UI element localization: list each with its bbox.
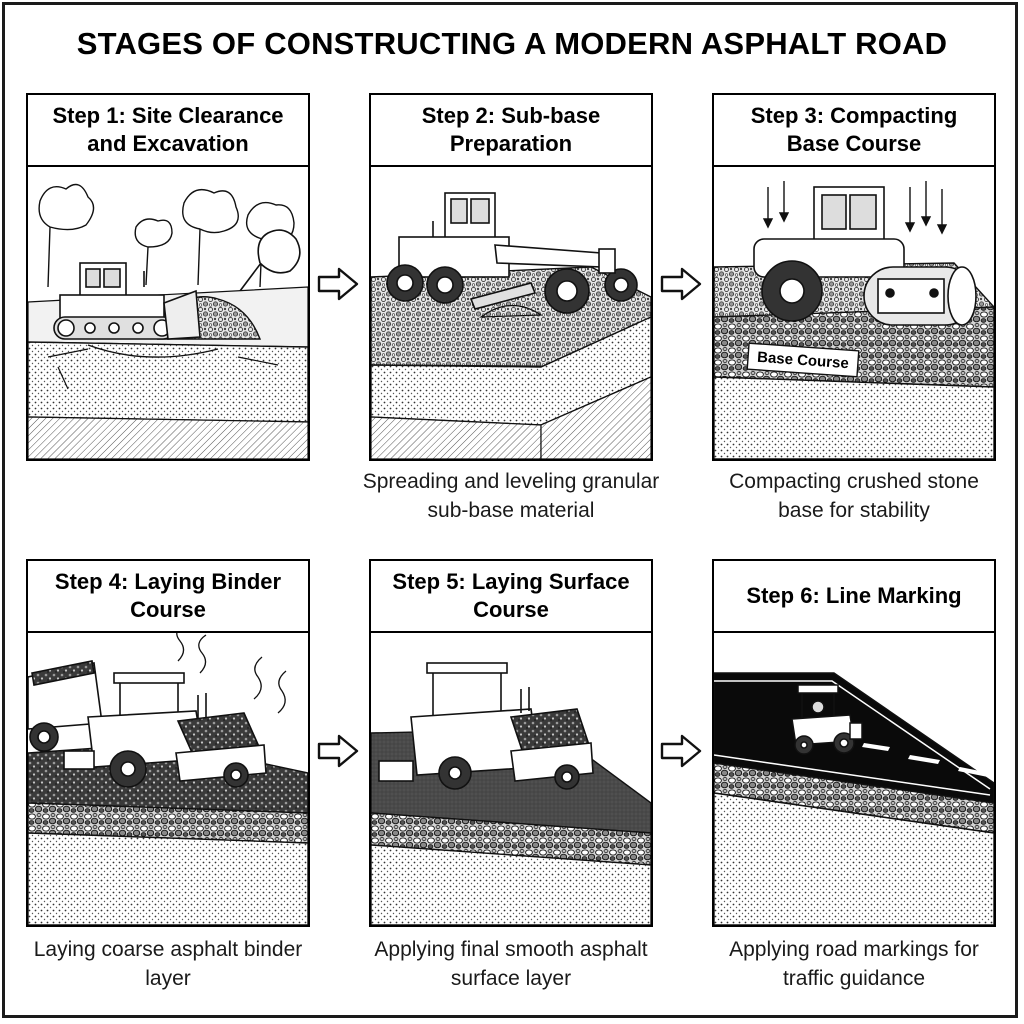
asphalt-paver-illustration — [371, 662, 651, 925]
step-3-caption: Compacting crushed stone base for stabil… — [729, 470, 979, 522]
base-course-label-text: Base Course — [757, 349, 850, 372]
motor-grader-illustration — [371, 192, 651, 459]
line-marking-machine-illustration — [714, 672, 994, 925]
step-2-panel: Step 2: Sub-base Preparation — [369, 93, 653, 461]
right-arrow-icon — [660, 267, 702, 301]
step-6-heading: Step 6: Line Marking — [714, 561, 994, 633]
right-arrow-icon — [660, 734, 702, 768]
base-course-label — [746, 342, 860, 378]
dump-truck-and-paver-illustration — [28, 633, 308, 925]
step-6-panel: Step 6: Line Marking — [712, 559, 996, 927]
bulldozer-clearing-trees-illustration — [28, 183, 308, 459]
step-3-heading: Step 3: Compacting Base Course — [714, 95, 994, 167]
step-1-heading: Step 1: Site Clearance and Excavation — [28, 95, 308, 167]
step-2-caption: Spreading and leveling granular sub-base… — [362, 470, 660, 522]
step-4-panel: Step 4: Laying Binder Course — [26, 559, 310, 927]
step-1-panel: Step 1: Site Clearance and Excavation — [26, 93, 310, 461]
step-2-heading: Step 2: Sub-base Preparation — [371, 95, 651, 167]
road-roller-illustration: Base Course — [714, 181, 994, 459]
step-3-panel: Step 3: Compacting Base Course Base Cour… — [712, 93, 996, 461]
right-arrow-icon — [317, 267, 359, 301]
step-5-heading: Step 5: Laying Surface Course — [371, 561, 651, 633]
right-arrow-icon — [317, 734, 359, 768]
step-6-caption: Applying road markings for traffic guida… — [729, 938, 979, 990]
step-4-heading: Step 4: Laying Binder Course — [28, 561, 308, 633]
diagram-title: STAGES OF CONSTRUCTING A MODERN ASPHALT … — [76, 26, 948, 61]
step-4-caption: Laying coarse asphalt binder layer — [33, 938, 303, 990]
step-5-panel: Step 5: Laying Surface Course — [369, 559, 653, 927]
step-5-caption: Applying final smooth asphalt surface la… — [374, 938, 648, 990]
